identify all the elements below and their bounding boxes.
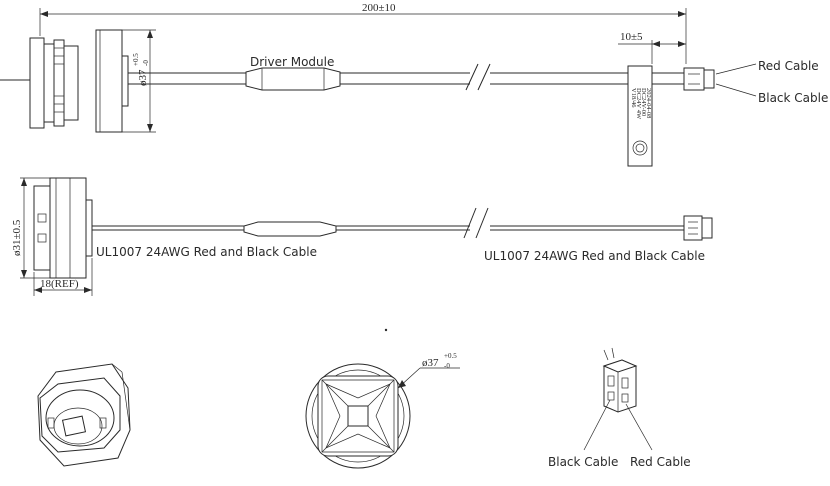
tag-line-4: 2024-04-08 <box>645 88 652 118</box>
depth-ref-value: 18(REF) <box>40 278 79 290</box>
black-cable-label-top: Black Cable <box>758 91 828 105</box>
top-cable-lines <box>128 72 684 85</box>
diameter-front-tol-lower: -0 <box>444 362 450 370</box>
tag-line-2: DC24V 4W <box>635 88 642 120</box>
center-dot <box>384 328 388 332</box>
cable-spec-left-label: UL1007 24AWG Red and Black Cable <box>96 245 317 259</box>
diameter-top-dimension <box>122 29 156 133</box>
middle-connector <box>683 215 713 241</box>
front-view-lamp <box>305 363 411 469</box>
isometric-lamp <box>37 363 131 467</box>
cable-tag-text: V18/46 DC24V 4W DC24V-00 2024-04-08 <box>630 88 652 120</box>
red-cable-leader-bottom <box>625 403 653 451</box>
overall-length-value: 200±10 <box>362 2 396 14</box>
diameter-side-text: ø31±0.5 <box>11 219 23 256</box>
middle-driver-module <box>243 221 337 237</box>
black-cable-label-bottom: Black Cable <box>548 455 618 469</box>
cable-spec-right-label: UL1007 24AWG Red and Black Cable <box>484 249 705 263</box>
connector-length-value: 10±5 <box>620 31 643 43</box>
top-lamp-profile <box>0 29 129 133</box>
diameter-top-tol-upper: +0.5 <box>132 53 140 66</box>
diameter-front-value: ø37 <box>422 357 439 369</box>
black-cable-leader-top <box>715 83 757 97</box>
black-cable-leader-bottom <box>583 399 611 451</box>
diameter-side-value: ø31±0.5 <box>11 219 23 256</box>
tag-line-3: DC24V-00 <box>640 88 647 116</box>
diameter-top-text: ø37 +0.5 -0 <box>132 53 150 86</box>
middle-cable-lines <box>92 225 684 231</box>
isometric-connector <box>602 347 638 413</box>
cable-tag <box>627 65 653 167</box>
top-connector <box>683 67 715 91</box>
tag-line-1: V18/46 <box>630 88 637 108</box>
overall-length-dimension <box>39 8 687 64</box>
diameter-front-tol-upper: +0.5 <box>444 352 457 360</box>
depth-ref-dimension <box>33 258 93 296</box>
driver-module <box>245 67 341 91</box>
middle-cable-break-mark <box>463 207 489 239</box>
red-cable-label-bottom: Red Cable <box>630 455 691 469</box>
top-cable-break-mark <box>465 63 491 91</box>
diameter-front-dimension <box>397 367 460 389</box>
red-cable-leader-top <box>715 63 757 75</box>
red-cable-label-top: Red Cable <box>758 59 819 73</box>
connector-length-dimension <box>618 40 686 64</box>
middle-lamp-profile <box>33 177 93 279</box>
driver-module-label: Driver Module <box>250 55 334 69</box>
diameter-top-tol-lower: -0 <box>142 60 150 66</box>
diameter-side-dimension <box>20 177 50 279</box>
diameter-top-value: ø37 <box>137 69 149 86</box>
